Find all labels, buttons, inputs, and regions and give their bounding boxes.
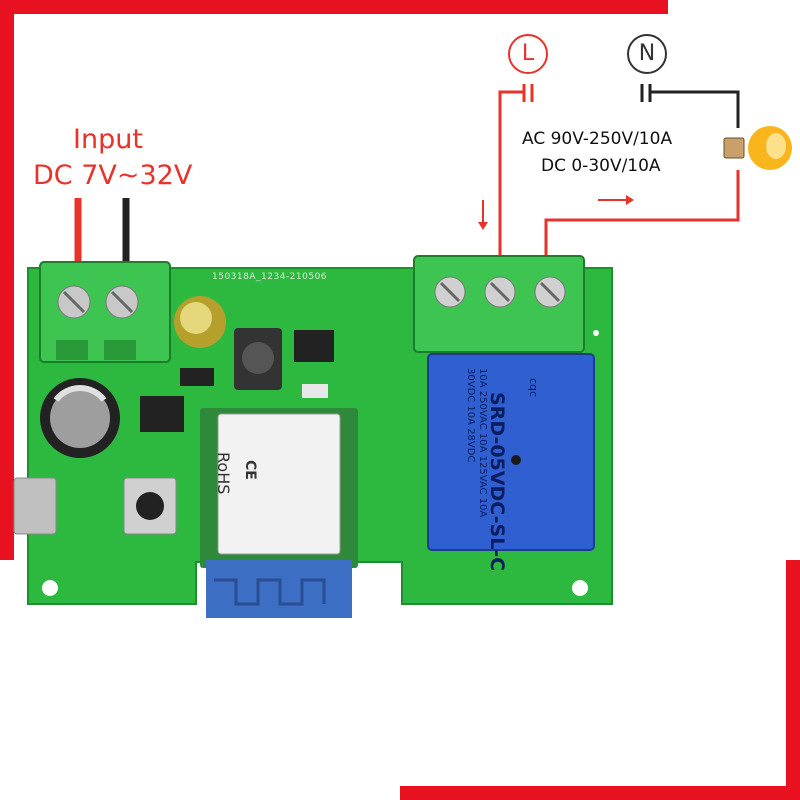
bulb-icon [723,126,792,170]
relay-rating-text: 10A 250VAC 10A 125VAC 10A 30VDC 10A 28VD… [465,368,488,518]
input-terminal-block [39,261,171,363]
neutral-terminal-symbol: N [627,34,667,74]
dc-rating-label: DC 0-30V/10A [541,156,661,176]
input-voltage-range: DC 7V~32V [33,160,193,191]
input-title: Input [73,124,143,155]
output-terminal-block [413,255,585,353]
relay [427,353,595,551]
load-wires [478,84,740,258]
wifi-module [200,408,358,618]
ce-mark: CE [242,460,258,480]
relay-brand: cqc [527,378,540,398]
relay-model-label: SRD-05VDC-SL-C [486,392,508,572]
live-terminal-symbol: L [508,34,548,74]
pcb-silkscreen-text: 150318A_1234-210506 [212,272,328,282]
ac-rating-label: AC 90V-250V/10A [522,129,673,149]
board-components [13,296,334,535]
rohs-mark: RoHS [214,452,233,495]
input-wires [74,198,130,268]
